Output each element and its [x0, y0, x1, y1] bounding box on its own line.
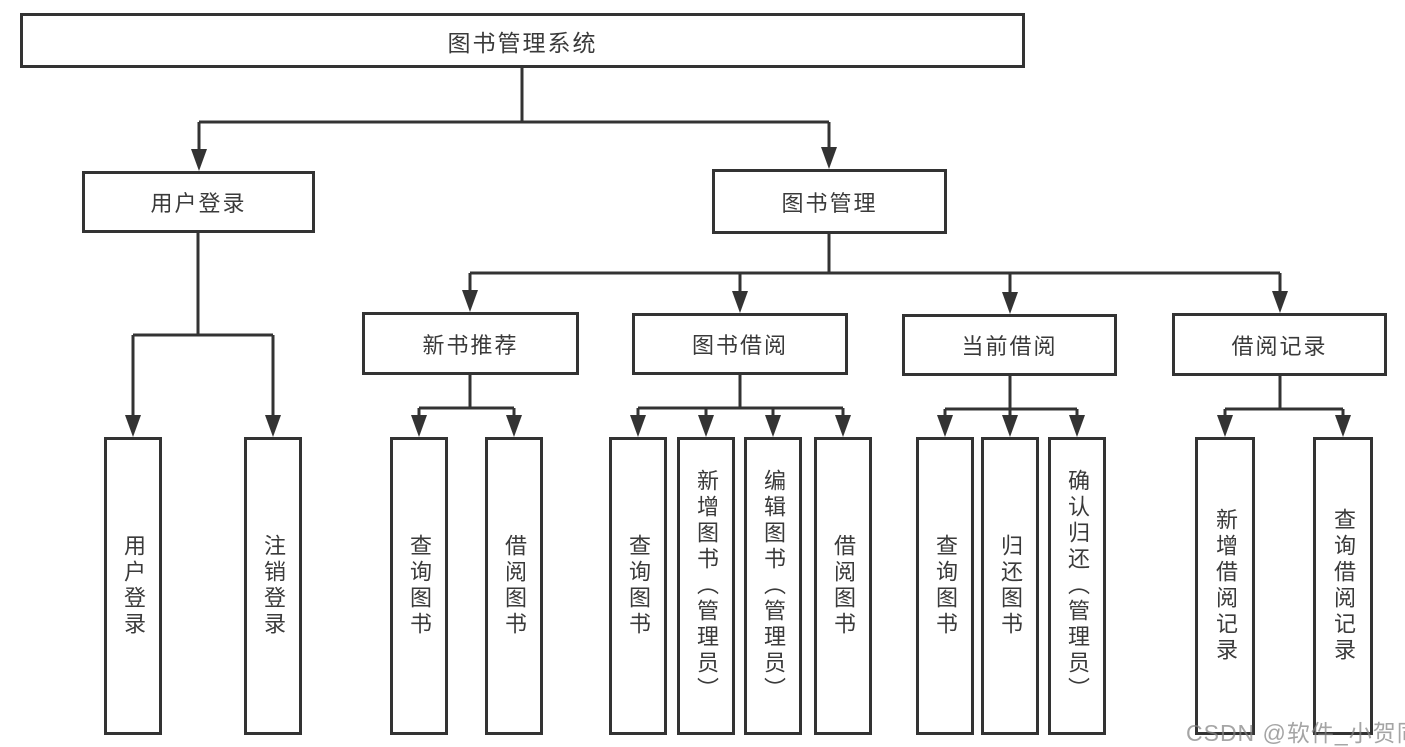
node-borrow-records: 借阅记录 [1172, 313, 1387, 376]
node-root-label: 图书管理系统 [447, 29, 598, 56]
leaf-query-borrow-record: 查询借阅记录 [1313, 437, 1373, 735]
leaf-add-book-admin-label: 新增图书（管理员） [694, 469, 719, 703]
node-root: 图书管理系统 [20, 13, 1025, 68]
leaf-confirm-return-admin-label: 确认归还（管理员） [1065, 469, 1090, 703]
leaf-return-book-label: 归还图书 [998, 534, 1023, 638]
connector-current-borrow-branch [943, 376, 1079, 417]
leaf-query-book-current: 查询图书 [916, 437, 974, 735]
leaf-logout-label: 注销登录 [261, 534, 286, 638]
leaf-user-login: 用户登录 [104, 437, 162, 735]
leaf-borrow-book-label: 借阅图书 [831, 534, 856, 638]
node-new-book-recommend: 新书推荐 [362, 312, 579, 375]
leaf-add-book-admin: 新增图书（管理员） [677, 437, 735, 735]
leaf-query-book-borrow-label: 查询图书 [626, 534, 651, 638]
leaf-query-book-current-label: 查询图书 [933, 534, 958, 638]
leaf-borrow-book-recommend-label: 借阅图书 [502, 534, 527, 638]
node-user-login-label: 用户登录 [150, 191, 247, 216]
leaf-borrow-book-recommend: 借阅图书 [485, 437, 543, 735]
node-book-management-label: 图书管理 [781, 190, 878, 216]
node-new-book-recommend-label: 新书推荐 [422, 332, 519, 358]
node-book-management: 图书管理 [712, 169, 947, 234]
leaf-edit-book-admin: 编辑图书（管理员） [744, 437, 802, 735]
connector-book-borrow-branch [636, 375, 845, 417]
node-book-borrow-label: 图书借阅 [691, 333, 788, 358]
leaf-confirm-return-admin: 确认归还（管理员） [1048, 437, 1106, 735]
leaf-add-borrow-record: 新增借阅记录 [1195, 437, 1255, 735]
csdn-watermark: CSDN @软件_小贺同学 [1186, 720, 1405, 746]
node-current-borrow-label: 当前借阅 [961, 334, 1058, 359]
leaf-query-book-recommend: 查询图书 [390, 437, 448, 735]
node-current-borrow: 当前借阅 [902, 314, 1117, 376]
connector-book-mgmt-branch [468, 234, 1282, 294]
node-borrow-records-label: 借阅记录 [1231, 333, 1328, 359]
connector-new-book-branch [417, 375, 516, 417]
leaf-query-book-recommend-label: 查询图书 [407, 534, 432, 638]
connector-user-login-branch [131, 233, 275, 417]
leaf-query-book-borrow: 查询图书 [609, 437, 667, 735]
connector-root-to-level2 [197, 68, 831, 151]
node-book-borrow: 图书借阅 [632, 313, 848, 375]
leaf-logout: 注销登录 [244, 437, 302, 735]
leaf-borrow-book: 借阅图书 [814, 437, 872, 735]
node-user-login: 用户登录 [82, 171, 315, 233]
leaf-edit-book-admin-label: 编辑图书（管理员） [761, 469, 786, 703]
leaf-add-borrow-record-label: 新增借阅记录 [1213, 508, 1238, 664]
leaf-return-book: 归还图书 [981, 437, 1039, 735]
leaf-query-borrow-record-label: 查询借阅记录 [1331, 508, 1356, 664]
connector-borrow-records-branch [1223, 376, 1345, 417]
leaf-user-login-label: 用户登录 [121, 534, 146, 638]
